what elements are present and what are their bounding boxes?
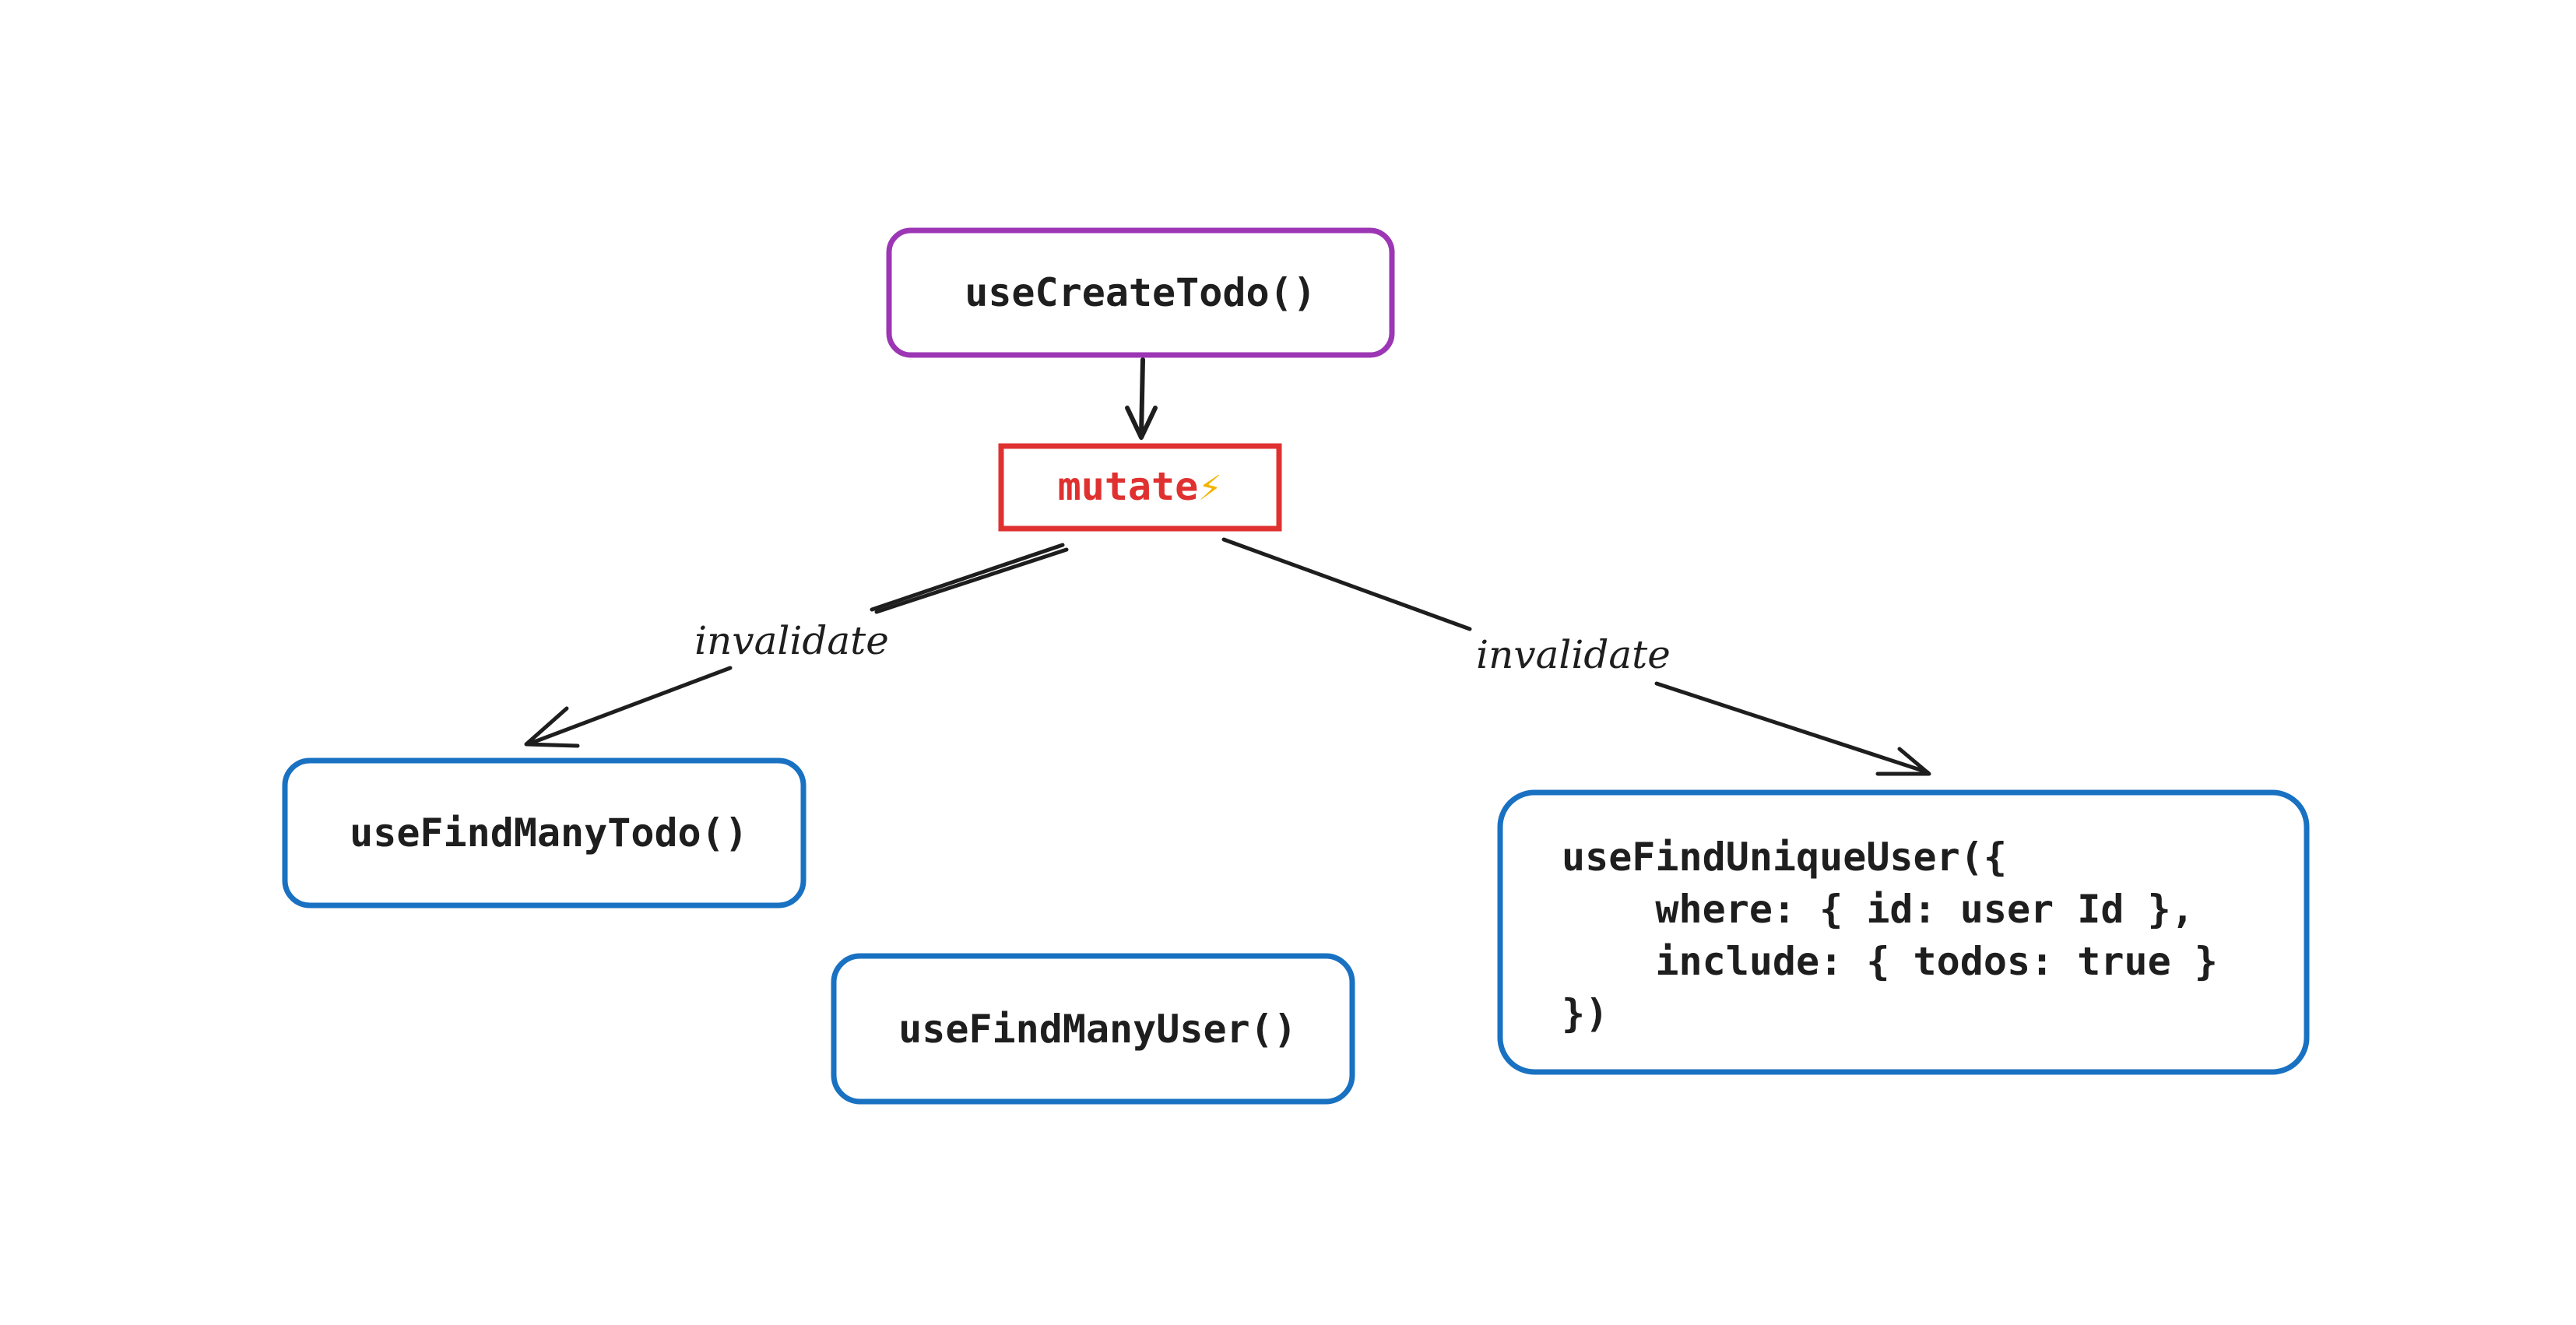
node-use-create-todo: useCreateTodo() bbox=[886, 227, 1395, 358]
node-mutate: mutate⚡ bbox=[998, 443, 1282, 532]
node-use-find-many-todo-box bbox=[282, 757, 807, 909]
edge-label-invalidate-right: invalidate bbox=[1476, 632, 1671, 677]
code-line: useFindUniqueUser({ bbox=[1562, 835, 2007, 880]
svg-text:mutate⚡: mutate⚡ bbox=[1058, 464, 1222, 509]
node-use-find-many-todo-label: useFindManyTodo() bbox=[350, 810, 748, 856]
lightning-bolt-icon: ⚡ bbox=[1198, 464, 1221, 509]
node-use-create-todo-box bbox=[886, 227, 1395, 358]
node-use-create-todo-label: useCreateTodo() bbox=[965, 270, 1316, 315]
node-use-find-unique-user: useFindUniqueUser({ where: { id: user Id… bbox=[1497, 789, 2310, 1075]
arrow-mutate-to-find-many-todo bbox=[524, 543, 1069, 748]
node-mutate-box bbox=[998, 443, 1282, 532]
node-mutate-label: mutate bbox=[1058, 464, 1199, 509]
node-use-find-many-todo: useFindManyTodo() bbox=[282, 757, 807, 909]
node-use-find-many-user-label: useFindManyUser() bbox=[898, 1007, 1297, 1052]
code-line: }) bbox=[1562, 991, 1608, 1036]
edge-label-invalidate-left: invalidate bbox=[694, 618, 889, 663]
node-use-find-unique-user-box bbox=[1497, 789, 2310, 1075]
node-use-find-many-user: useFindManyUser() bbox=[831, 953, 1355, 1105]
arrow-mutate-to-find-unique-user bbox=[1221, 537, 1931, 776]
code-line: where: { id: user Id }, bbox=[1562, 887, 2195, 932]
code-line: include: { todos: true } bbox=[1562, 939, 2218, 984]
node-use-find-many-user-box bbox=[831, 953, 1355, 1105]
arrow-create-to-mutate bbox=[1125, 357, 1158, 440]
